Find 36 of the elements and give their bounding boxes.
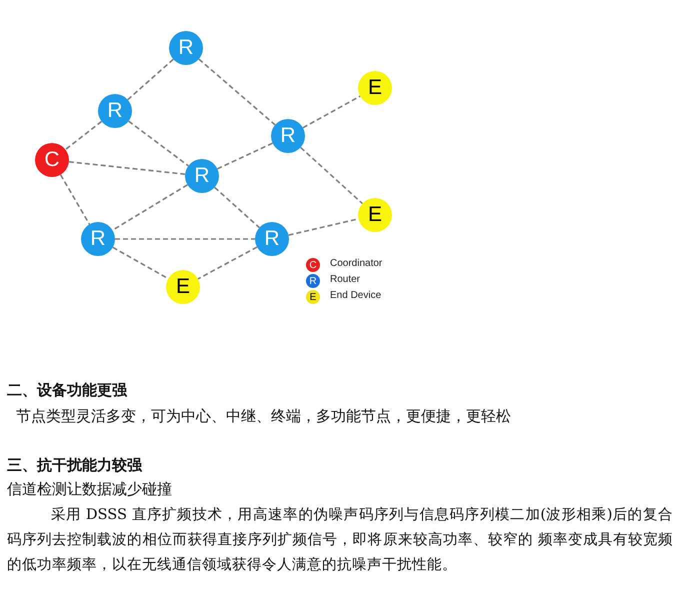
router-circle: R	[81, 222, 115, 256]
router-circle: R	[271, 119, 305, 153]
connection-line	[300, 146, 363, 204]
connection-line	[217, 142, 273, 170]
router-circle: R	[255, 222, 289, 256]
connection-line	[64, 120, 102, 150]
coordinator-circle: C	[35, 143, 69, 177]
connection-line	[288, 218, 359, 236]
connection-line	[198, 58, 276, 126]
router-circle: R	[185, 159, 219, 193]
router-circle: R	[169, 31, 203, 65]
legend-swatch: C	[306, 258, 320, 272]
connection-line	[128, 120, 189, 166]
section-heading: 二、设备功能更强	[7, 380, 128, 401]
end-device-circle: E	[358, 71, 392, 105]
router-circle: R	[98, 94, 132, 128]
connection-line	[60, 174, 90, 225]
paragraph: 采用 DSSS 直序扩频技术，用高速率的伪噪声码序列与信息码序列模二加(波形相乘)后的复合码序列去控制载波的相位而获得直接序列扩频信号，即将原来较高功率、较窄的 频率变成具有较宽频的低功率频率，以在无线通信领域获得令人满意的抗噪声干扰性能。	[7, 505, 673, 575]
legend-label: Router	[330, 274, 360, 285]
legend-label: Coordinator	[330, 258, 382, 269]
paragraph: 信道检测让数据减少碰撞	[7, 479, 173, 500]
connection-line	[302, 96, 360, 128]
connection-line	[112, 246, 169, 280]
legend-swatch: R	[306, 274, 320, 288]
connection-line	[127, 58, 174, 100]
connection-line	[112, 184, 188, 231]
connection-line	[198, 246, 258, 280]
connection-line	[68, 161, 186, 175]
connection-line	[214, 186, 260, 228]
section-heading: 三、抗干扰能力较强	[7, 455, 144, 476]
legend-label: End Device	[330, 290, 382, 301]
paragraph: 节点类型灵活多变，可为中心、中继、终端，多功能节点，更便捷，更轻松	[16, 406, 512, 427]
legend-swatch: E	[306, 290, 320, 304]
end-device-circle: E	[166, 270, 200, 304]
connection-line	[115, 238, 255, 240]
end-device-circle: E	[358, 198, 392, 232]
